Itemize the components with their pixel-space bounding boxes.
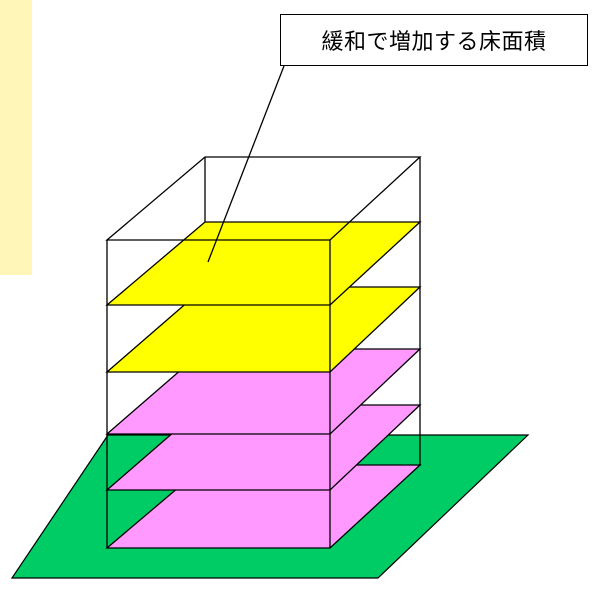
callout-leader-line <box>207 65 285 263</box>
callout-label: 緩和で増加する床面積 <box>280 14 588 66</box>
side-panel <box>0 0 32 275</box>
